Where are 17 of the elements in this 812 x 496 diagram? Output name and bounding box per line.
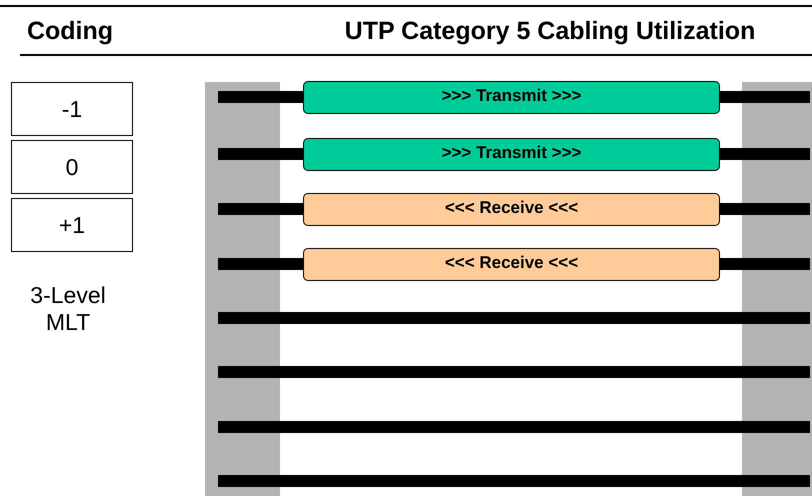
level-value: 0 bbox=[66, 154, 78, 180]
column-heading: Coding bbox=[26, 17, 114, 46]
pair-label: <<< Receive <<< bbox=[444, 198, 578, 218]
level-box bbox=[11, 198, 133, 252]
receive-pair-box bbox=[303, 248, 720, 281]
pair-label: >>> Transmit >>> bbox=[442, 86, 582, 106]
receive-pair-box bbox=[303, 193, 720, 226]
level-box bbox=[11, 82, 133, 136]
transmit-pair-box bbox=[303, 81, 720, 114]
pair-label: <<< Receive <<< bbox=[444, 253, 578, 273]
title: UTP Category 5 Cabling Utilization bbox=[344, 17, 756, 46]
level-value: -1 bbox=[62, 96, 82, 122]
level-value: +1 bbox=[58, 212, 86, 238]
pair-label: >>> Transmit >>> bbox=[442, 143, 582, 163]
level-box bbox=[11, 140, 133, 194]
transmit-pair-box bbox=[303, 138, 720, 171]
coding-caption: 3-Level MLT bbox=[29, 282, 107, 336]
